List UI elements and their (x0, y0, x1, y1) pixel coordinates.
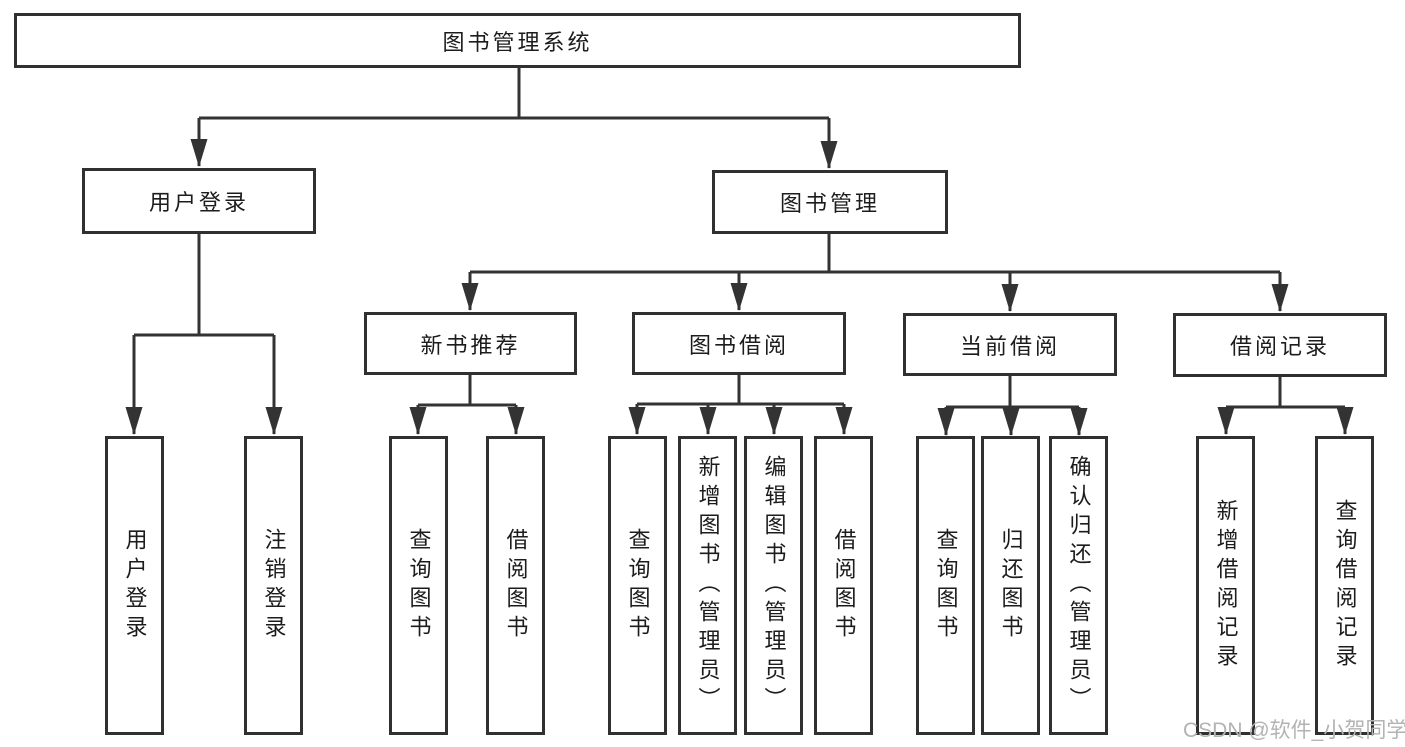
leaf-borrow-query: 查询图书 (608, 436, 667, 735)
csdn-watermark: CSDN @软件_小贺同学 (1183, 719, 1405, 742)
leaf-current-query-label: 查询图书 (933, 527, 959, 644)
leaf-newbooks-borrow-label: 借阅图书 (503, 527, 529, 644)
node-book-borrow: 图书借阅 (632, 312, 846, 375)
leaf-borrow-borrow-label: 借阅图书 (831, 527, 857, 644)
leaf-newbooks-query-label: 查询图书 (406, 527, 432, 644)
leaf-borrow-add-admin: 新增图书（管理员） (678, 436, 737, 735)
leaf-current-confirm-admin: 确认归还（管理员） (1049, 436, 1108, 735)
leaf-borrow-borrow: 借阅图书 (814, 436, 873, 735)
node-book-borrow-label: 图书借阅 (688, 332, 789, 358)
leaf-current-confirm-admin-label: 确认归还（管理员） (1066, 455, 1092, 716)
leaf-newbooks-query: 查询图书 (389, 436, 448, 735)
leaf-logout-label: 注销登录 (261, 527, 287, 644)
leaf-records-query-label: 查询借阅记录 (1332, 498, 1358, 673)
connector-borrow-records (1217, 377, 1354, 435)
node-current-borrow-label: 当前借阅 (959, 333, 1060, 359)
node-book-mgmt-label: 图书管理 (779, 191, 880, 216)
node-borrow-records-label: 借阅记录 (1229, 334, 1330, 359)
leaf-user-login-label: 用户登录 (122, 527, 148, 644)
connector-book-mgmt (461, 234, 1289, 312)
node-user-login: 用户登录 (82, 168, 316, 234)
leaf-current-return: 归还图书 (981, 436, 1040, 735)
connector-new-books (409, 375, 525, 435)
leaf-current-query: 查询图书 (916, 436, 975, 735)
leaf-current-return-label: 归还图书 (998, 527, 1024, 644)
leaf-logout: 注销登录 (244, 436, 303, 735)
node-current-borrow: 当前借阅 (903, 313, 1117, 376)
connector-book-borrow (628, 375, 853, 435)
leaf-borrow-query-label: 查询图书 (625, 527, 651, 644)
connector-current-borrow (937, 376, 1088, 436)
node-new-books: 新书推荐 (364, 312, 577, 375)
leaf-records-query: 查询借阅记录 (1315, 436, 1374, 735)
node-borrow-records: 借阅记录 (1173, 313, 1387, 377)
leaf-borrow-edit-admin-label: 编辑图书（管理员） (761, 455, 787, 716)
connector-user-login (125, 234, 283, 435)
node-root-system: 图书管理系统 (14, 13, 1021, 68)
node-user-login-label: 用户登录 (148, 190, 249, 215)
leaf-newbooks-borrow: 借阅图书 (486, 436, 545, 735)
leaf-borrow-edit-admin: 编辑图书（管理员） (744, 436, 803, 735)
leaf-records-add: 新增借阅记录 (1196, 436, 1255, 735)
leaf-records-add-label: 新增借阅记录 (1213, 498, 1239, 673)
leaf-user-login: 用户登录 (105, 436, 164, 735)
node-new-books-label: 新书推荐 (420, 332, 521, 358)
leaf-borrow-add-admin-label: 新增图书（管理员） (695, 455, 721, 716)
node-root-label: 图书管理系统 (442, 29, 593, 55)
node-book-mgmt: 图书管理 (712, 170, 948, 234)
connector-root (190, 67, 838, 169)
